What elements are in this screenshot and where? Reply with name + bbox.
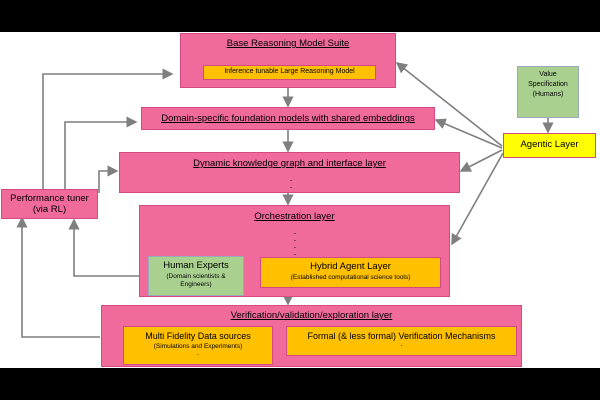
- knowledge-graph-title: Dynamic knowledge graph and interface la…: [193, 158, 386, 169]
- foundation-models-box: Domain-specific foundation models with s…: [141, 107, 435, 130]
- verification-title: Verification/validation/exploration laye…: [230, 310, 393, 321]
- human-experts-subtitle: (Domain scientists & Engineers): [166, 273, 226, 288]
- human-experts-box: Human Experts (Domain scientists & Engin…: [148, 256, 244, 296]
- connector-layer: [16, 62, 554, 338]
- data-sources-subtitle: (Simulations and Experiments): [153, 343, 243, 350]
- value-spec-line2: Specification: [528, 81, 568, 88]
- performance-tuner-title: Performance tuner: [10, 193, 89, 204]
- arrow-tuner-to-kg: [98, 165, 119, 193]
- data-sources-box: Multi Fidelity Data sources (Simulations…: [123, 326, 273, 365]
- diagram-canvas: Base Reasoning Model Suite Inference tun…: [0, 32, 600, 368]
- value-spec-box: Value Specification (Humans): [517, 66, 579, 118]
- arrow-tuner-to-base: [42, 68, 174, 189]
- data-sources-title: Multi Fidelity Data sources: [145, 331, 251, 341]
- data-sources-dots: .: [196, 348, 200, 357]
- performance-tuner-subtitle: (via RL): [32, 204, 67, 215]
- hybrid-agent-box: Hybrid Agent Layer (Established computat…: [260, 257, 441, 288]
- performance-tuner-box: Performance tuner (via RL): [1, 189, 98, 219]
- arrow-agentic-to-foundation: [434, 118, 503, 149]
- agentic-layer-title: Agentic Layer: [520, 139, 579, 150]
- human-experts-title: Human Experts: [163, 260, 229, 271]
- inference-model-label: Inference tunable Large Reasoning Model: [224, 68, 355, 75]
- orchestration-box: Orchestration layer . . . . Human Expert…: [139, 205, 450, 297]
- agentic-layer-box: Agentic Layer: [503, 133, 596, 158]
- arrow-agentic-to-base: [395, 62, 503, 147]
- orchestration-dots: . . . .: [293, 226, 297, 257]
- knowledge-graph-dots: . .: [289, 173, 293, 190]
- arrow-agentic-to-orchestration: [451, 152, 504, 246]
- base-reasoning-suite-box: Base Reasoning Model Suite Inference tun…: [180, 33, 396, 88]
- formal-verification-title: Formal (& less formal) Verification Mech…: [307, 331, 496, 341]
- value-spec-line1: Value: [539, 71, 557, 78]
- arrow-tuner-to-foundation: [64, 116, 138, 189]
- knowledge-graph-box: Dynamic knowledge graph and interface la…: [119, 152, 460, 193]
- value-spec-line3: (Humans): [532, 91, 564, 98]
- arrow-agentic-to-kg: [459, 149, 503, 172]
- arrow-verification-to-tuner: [16, 216, 100, 338]
- formal-verification-box: Formal (& less formal) Verification Mech…: [286, 326, 517, 356]
- verification-box: Verification/validation/exploration laye…: [101, 305, 522, 367]
- orchestration-title: Orchestration layer: [254, 211, 335, 222]
- base-reasoning-suite-title: Base Reasoning Model Suite: [226, 38, 350, 49]
- arrow-experts-to-tuner: [68, 218, 147, 277]
- foundation-models-title: Domain-specific foundation models with s…: [161, 113, 415, 124]
- hybrid-agent-title: Hybrid Agent Layer: [310, 261, 391, 272]
- inference-model-box: Inference tunable Large Reasoning Model: [203, 65, 376, 80]
- formal-verification-dots: .: [400, 339, 403, 348]
- hybrid-agent-subtitle: (Established computational science tools…: [290, 274, 411, 281]
